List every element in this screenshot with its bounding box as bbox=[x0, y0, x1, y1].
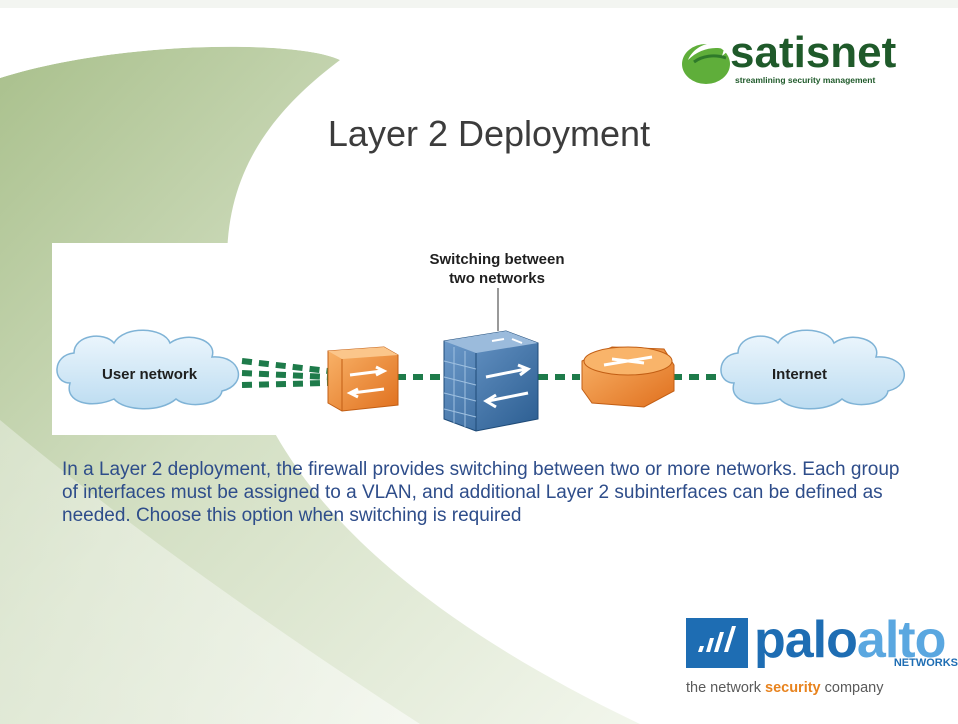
router-device bbox=[581, 346, 675, 408]
network-diagram: Switching between two networks User netw… bbox=[52, 243, 958, 435]
internet-label: Internet bbox=[772, 366, 828, 383]
paloalto-tagline: the network security company bbox=[686, 680, 884, 696]
internet-cloud bbox=[720, 329, 905, 410]
paloalto-mark-icon bbox=[686, 618, 748, 668]
paloalto-word-2: alto bbox=[856, 614, 946, 669]
paloalto-word-1: palo bbox=[754, 614, 858, 669]
user-network-cloud bbox=[56, 329, 240, 410]
callout-line-1: Switching between bbox=[429, 251, 565, 268]
paloalto-logo: paloalto NETWORKS the network security c… bbox=[686, 614, 958, 710]
callout-label: Switching between two networks bbox=[392, 250, 602, 288]
tagline-part-3: company bbox=[820, 680, 884, 696]
satisnet-wordmark: satisnet bbox=[730, 28, 897, 77]
satisnet-mark-icon bbox=[682, 36, 734, 84]
satisnet-logo: satisnet streamlining security managemen… bbox=[680, 28, 930, 88]
user-network-label: User network bbox=[102, 366, 198, 383]
network-links bbox=[241, 358, 720, 388]
tagline-part-1: the network bbox=[686, 680, 765, 696]
body-text: In a Layer 2 deployment, the firewall pr… bbox=[62, 459, 900, 526]
paloalto-wordmark: paloalto bbox=[754, 614, 946, 670]
firewall-device bbox=[443, 330, 539, 432]
diagram-graphic bbox=[56, 288, 905, 432]
slide-title: Layer 2 Deployment bbox=[327, 113, 651, 154]
top-border bbox=[0, 0, 958, 8]
switch-device bbox=[327, 346, 399, 412]
callout-line-2: two networks bbox=[449, 270, 545, 287]
paloalto-sub: NETWORKS bbox=[893, 657, 958, 669]
tagline-part-2: security bbox=[765, 680, 821, 696]
satisnet-tagline: streamlining security management bbox=[735, 75, 876, 85]
